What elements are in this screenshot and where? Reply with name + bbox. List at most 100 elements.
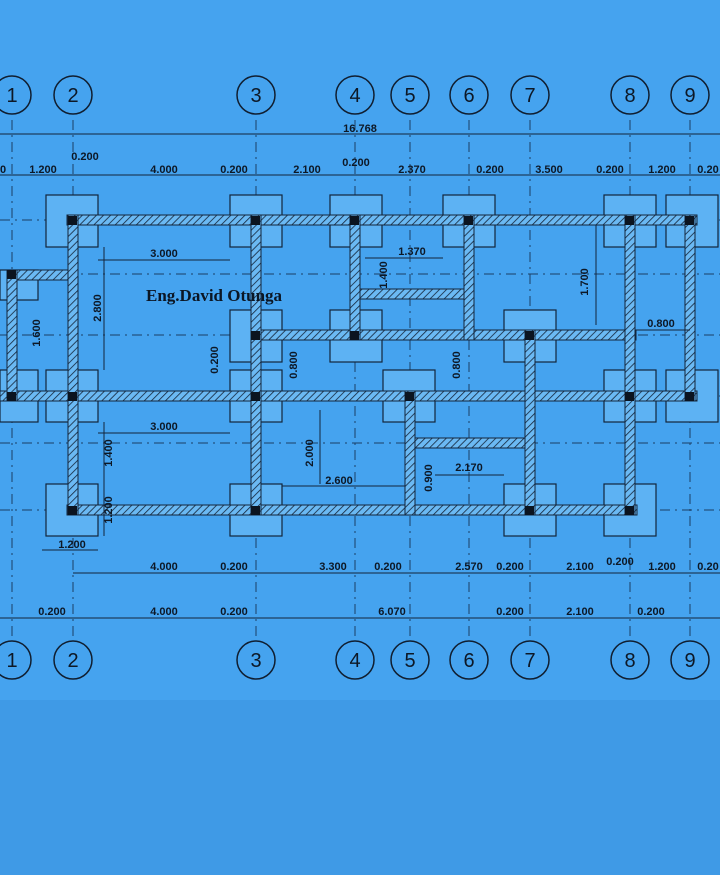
column [251,216,260,225]
grid-bubble-top-1 [0,75,32,115]
column [68,506,77,515]
dimension-label: 1.400 [103,439,115,467]
grid-bubble-top-2 [53,75,93,115]
bottom-dimensions-row-1: 4.000 0.200 3.300 0.200 2.570 0.200 2.10… [150,556,718,573]
column [685,216,694,225]
grid-bubble-label: 8 [624,650,635,672]
grid-bubble-label: 6 [463,650,474,672]
grid-bubble-bottom-6 [449,640,489,680]
dimension-label: 3.500 [535,164,563,176]
grid-bubble-top-5 [390,75,430,115]
top-dimensions: 16.768 0 0.200 1.200 4.000 0.200 2.100 0… [0,123,719,176]
dimension-label: 4.000 [150,164,178,176]
dimension-label: 1.700 [579,268,591,296]
beam [404,390,416,516]
dimension-label: 0 [0,164,6,176]
dimension-label: 0.20 [697,164,718,176]
dimension-label: 3.000 [150,248,178,260]
dimension-label: 0.20 [697,561,718,573]
grid-bubble-label: 3 [250,85,261,107]
dimension-label: 0.200 [342,157,370,169]
grid-bubble-label: 5 [404,85,415,107]
dimension-label: 2.000 [304,439,316,467]
beam [349,214,361,341]
dimension-label: 1.200 [58,539,86,551]
column [68,216,77,225]
beam [524,329,536,516]
dimension-label: 0.200 [71,151,99,163]
column [405,392,414,401]
dimension-label: 1.600 [31,319,43,347]
grid-bubble-bottom-4 [335,640,375,680]
beam [463,214,475,341]
column [525,506,534,515]
beam [66,214,698,226]
grid-bubble-bottom-3 [236,640,276,680]
column [251,506,260,515]
beam [67,214,79,516]
beam [66,504,638,516]
dimension-label: 0.200 [38,606,66,618]
grid-bubbles-top: 1 2 3 4 5 6 7 8 9 [0,75,710,115]
beam [354,288,470,300]
grid-bubble-label: 1 [6,85,17,107]
grid-bubble-label: 9 [684,85,695,107]
column [350,216,359,225]
beam [0,390,698,402]
dimension-label: 6.070 [378,606,406,618]
paper-lower-area [0,700,720,875]
dimension-label: 2.170 [455,462,483,474]
grid-bubble-label: 2 [67,85,78,107]
grid-bubble-bottom-7 [510,640,550,680]
dimension-label: 2.600 [325,475,353,487]
dimension-label: 0.200 [374,561,402,573]
column [625,506,634,515]
beam [11,269,69,281]
grid-bubble-top-9 [670,75,710,115]
dimension-lines [0,133,720,619]
grid-bubble-top-8 [610,75,650,115]
beam [684,214,696,402]
grid-bubble-bottom-9 [670,640,710,680]
dimension-label: 0.200 [606,556,634,568]
dimension-label: 4.000 [150,606,178,618]
grid-bubble-bottom-8 [610,640,650,680]
column [7,392,16,401]
column [525,331,534,340]
dimension-label: 0.200 [496,606,524,618]
beam [255,329,637,341]
dimension-label: 0.800 [647,318,675,330]
dimension-label: 2.800 [92,294,104,322]
grid-bubble-top-7 [510,75,550,115]
grid-bubble-top-3 [236,75,276,115]
beam [409,437,531,449]
dimension-label: 0.200 [496,561,524,573]
column [68,392,77,401]
dimension-label: 2.570 [455,561,483,573]
grid-bubble-label: 7 [524,85,535,107]
grid-bubble-label: 8 [624,85,635,107]
column [625,392,634,401]
dimension-label: 0.200 [220,164,248,176]
column [685,392,694,401]
dimension-label: 0.200 [209,346,221,374]
dimension-total: 16.768 [343,123,377,135]
column [625,216,634,225]
dimension-label: 0.200 [596,164,624,176]
grid-bubble-bottom-5 [390,640,430,680]
dimension-label: 1.200 [29,164,57,176]
column [251,392,260,401]
grid-bubble-top-6 [449,75,489,115]
grid-lines-vertical [11,120,691,640]
columns [7,216,694,515]
dimension-label: 0.800 [451,351,463,379]
grid-bubble-label: 1 [6,650,17,672]
interior-dimensions: 3.000 2.800 1.600 1.370 1.400 1.700 0.80… [31,246,675,551]
grid-bubble-label: 7 [524,650,535,672]
dimension-label: 0.200 [476,164,504,176]
dimension-label: 1.200 [103,496,115,524]
column [350,331,359,340]
dimension-label: 2.370 [398,164,426,176]
grid-bubble-label: 9 [684,650,695,672]
grid-bubble-label: 4 [349,650,360,672]
